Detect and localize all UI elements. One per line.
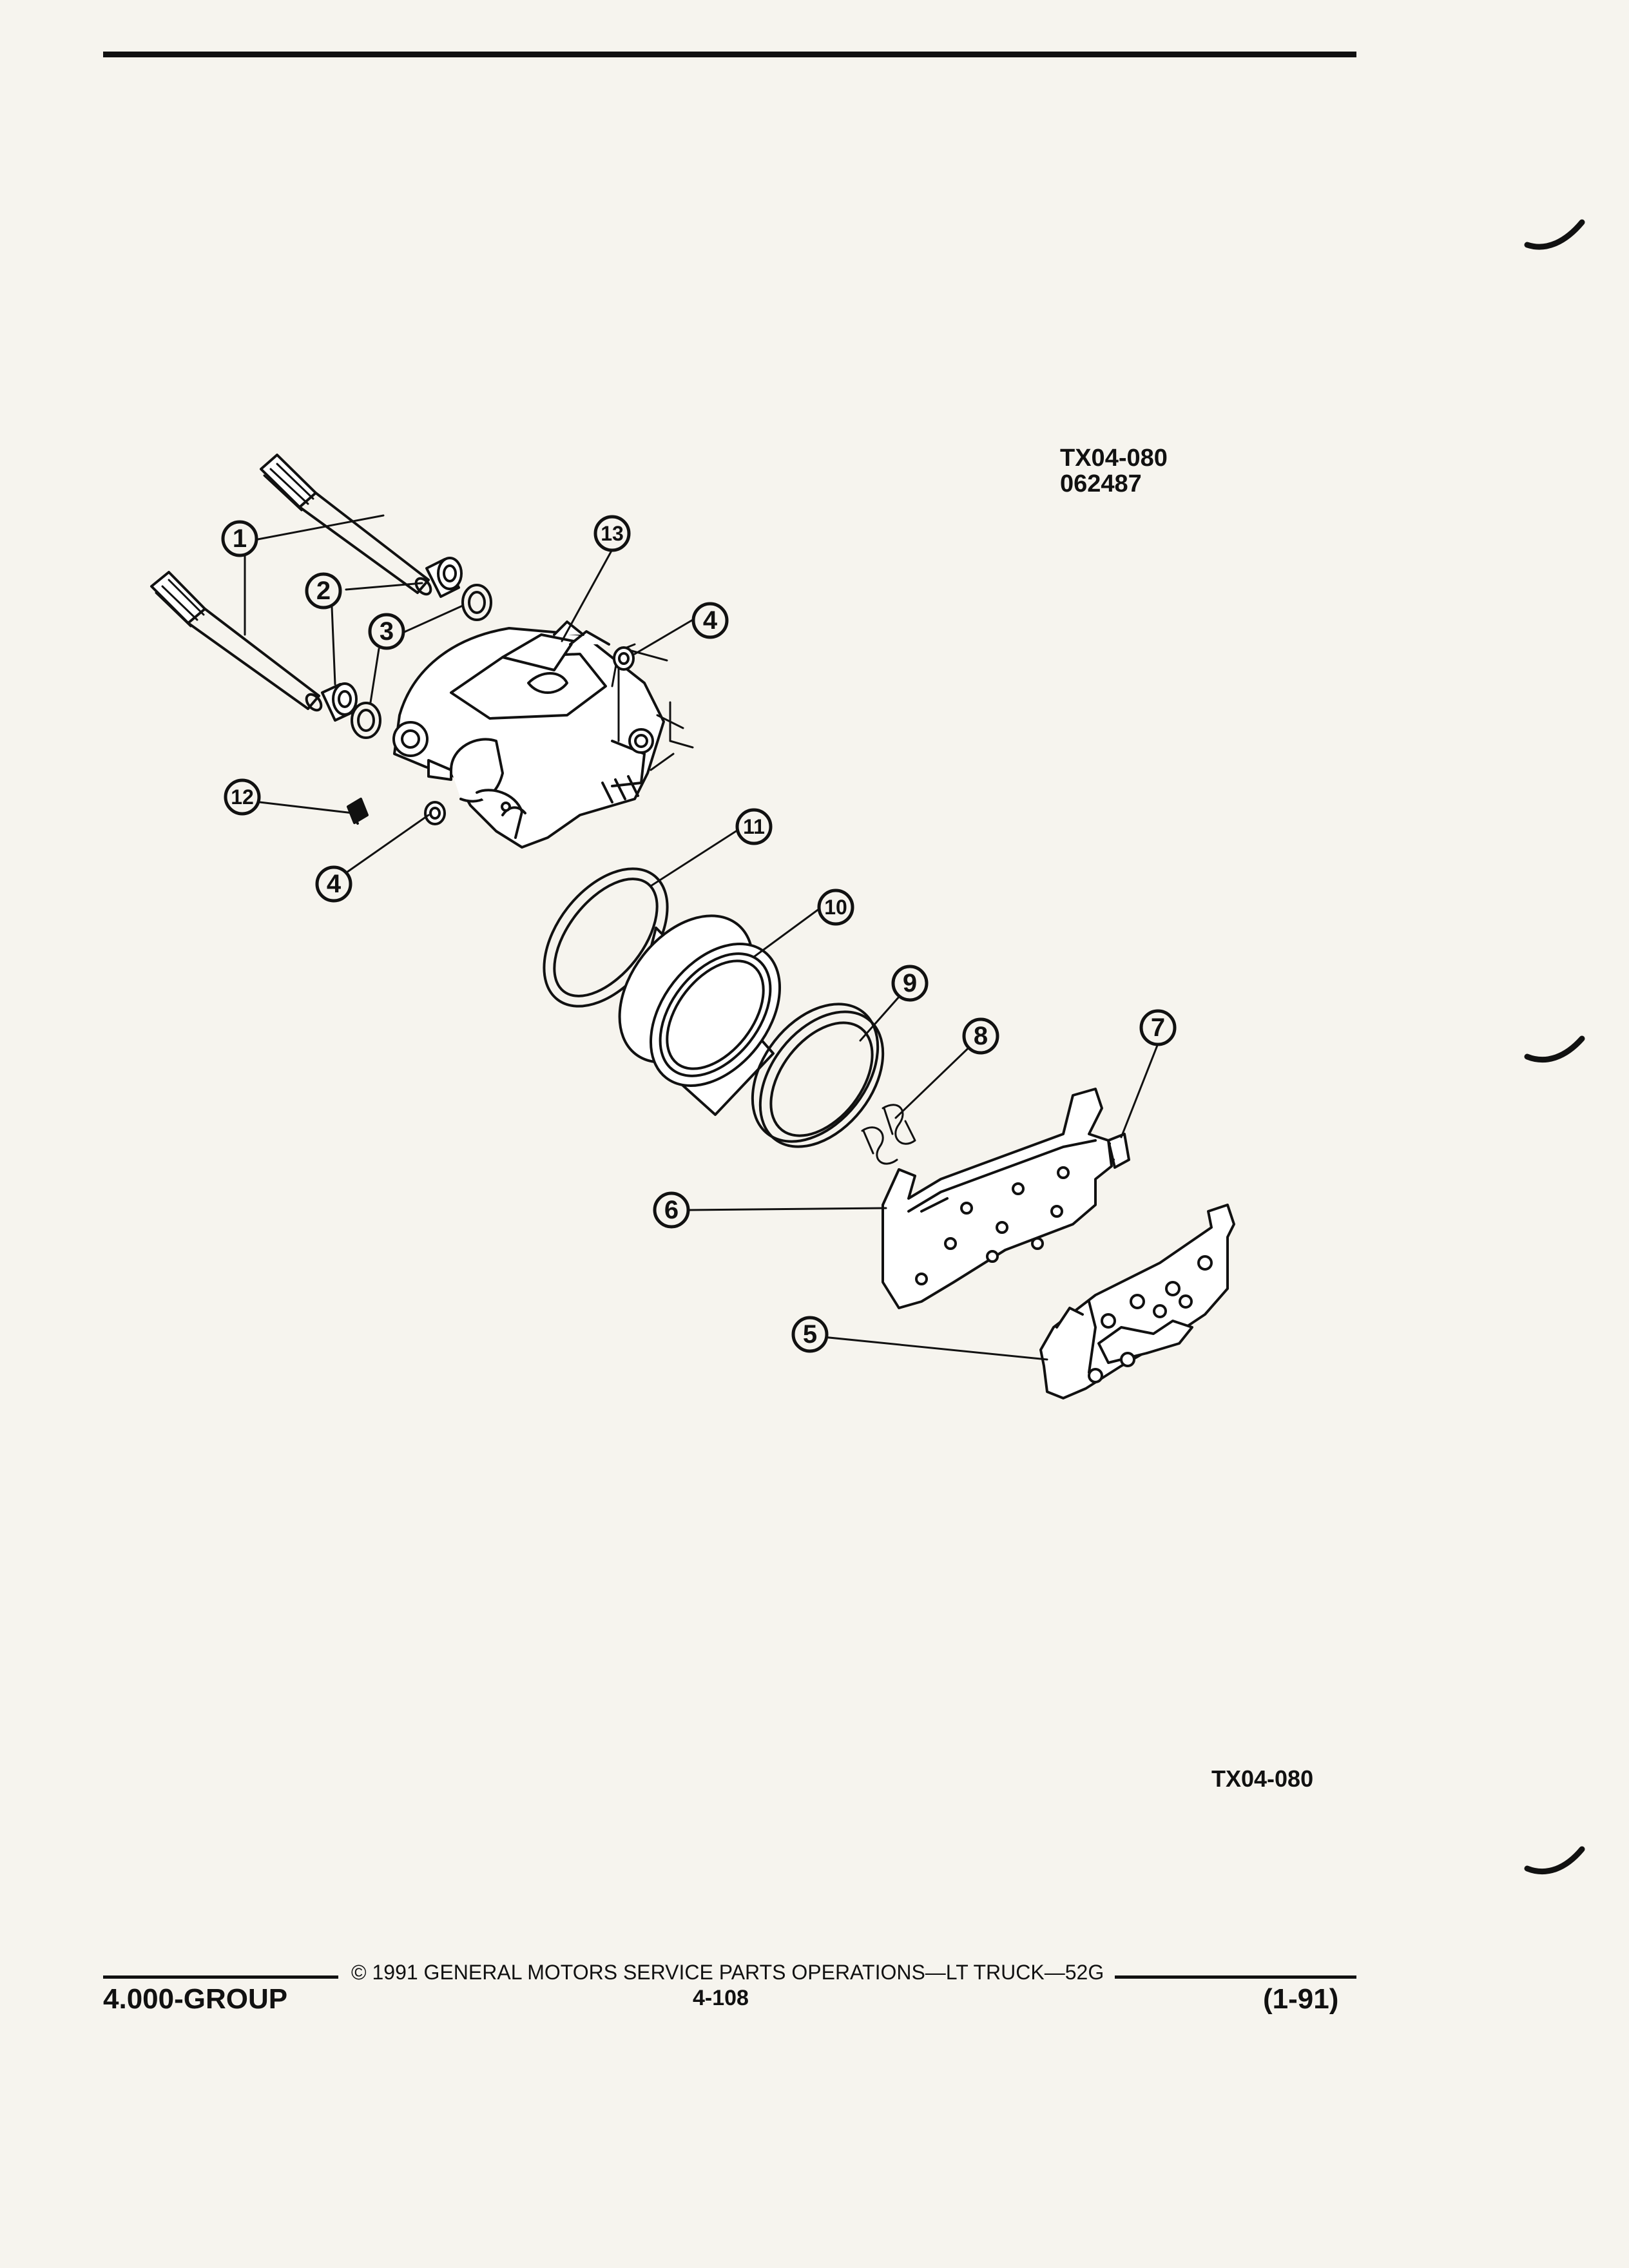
- callout-6: 6: [664, 1196, 679, 1224]
- callout-4-upper: 4: [703, 606, 718, 635]
- figure-caption: TX04-080: [1211, 1765, 1314, 1792]
- callout-3: 3: [380, 617, 394, 646]
- callout-10: 10: [824, 896, 847, 919]
- bushing-upper: [425, 557, 463, 598]
- figure-date-code: 062487: [1060, 470, 1142, 497]
- footer-rule-right: [1115, 1975, 1356, 1979]
- figure-id: TX04-080: [1060, 445, 1168, 472]
- leader-lines: [244, 514, 1159, 1361]
- callout-circles: [221, 515, 1177, 1353]
- callout-1: 1: [233, 524, 247, 553]
- callout-9: 9: [903, 969, 917, 997]
- brake-pad-outer: [1039, 1204, 1235, 1399]
- callout-12: 12: [231, 785, 254, 809]
- seal-upper: [461, 584, 492, 621]
- bushing-small-lower: [424, 801, 446, 825]
- callout-4-lower: 4: [327, 870, 342, 898]
- callout-8: 8: [974, 1022, 988, 1050]
- seal-lower: [351, 702, 381, 739]
- bleeder-valve: [347, 798, 369, 825]
- header-rule: [103, 52, 1356, 57]
- bushing-small-upper: [613, 646, 635, 671]
- binder-marks: [1524, 219, 1585, 1875]
- footer-rule-left: [103, 1975, 338, 1979]
- guide-pin-upper: [260, 454, 432, 596]
- footer-group: 4.000-GROUP: [103, 1983, 288, 2015]
- footer-page-number: 4-108: [693, 1986, 749, 2010]
- footer-revision: (1-91): [1263, 1983, 1339, 2015]
- footer-copyright: © 1991 GENERAL MOTORS SERVICE PARTS OPER…: [351, 1961, 1104, 1984]
- callout-11: 11: [743, 815, 765, 838]
- retainer-spring: [861, 1104, 916, 1165]
- guide-pin-lower: [150, 571, 323, 712]
- bushing-lower: [321, 682, 358, 722]
- brake-pad-inner: [882, 1088, 1113, 1309]
- caliper-housing: [392, 620, 694, 849]
- callout-13: 13: [601, 522, 624, 545]
- piston: [618, 914, 782, 1116]
- callout-labels: 1 2 3 4 4 5 6 7 8 9 10 11 12 13: [231, 522, 1165, 1349]
- callout-7: 7: [1151, 1014, 1165, 1042]
- piston-seal: [751, 1003, 885, 1148]
- callout-5: 5: [803, 1320, 817, 1349]
- callout-2: 2: [316, 577, 331, 605]
